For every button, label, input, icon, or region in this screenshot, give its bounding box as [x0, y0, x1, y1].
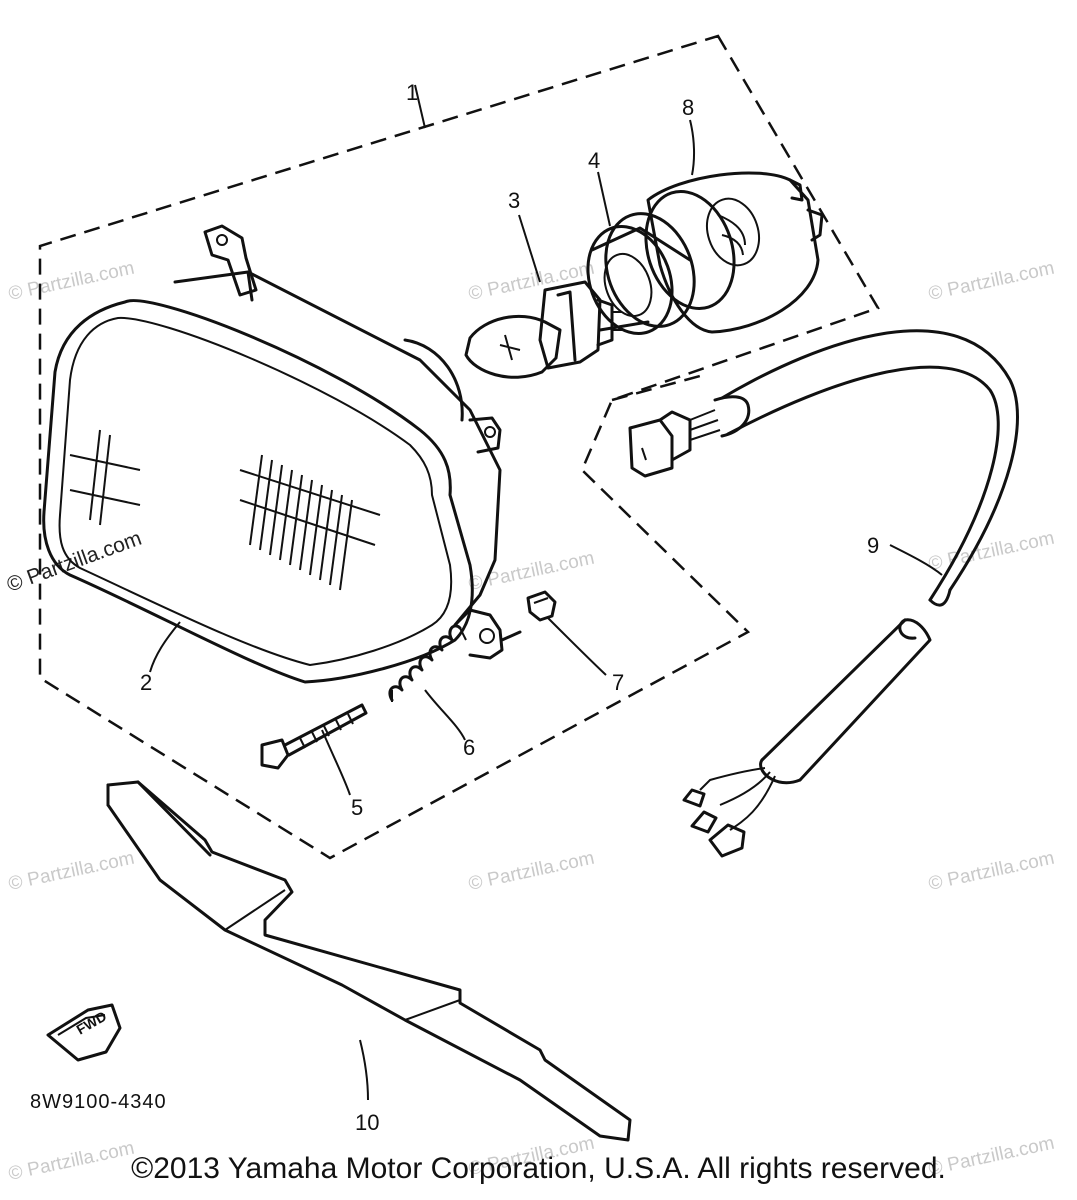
- callout-6: 6: [463, 735, 475, 760]
- clip-nut: [526, 590, 557, 622]
- watermark: © Partzilla.com: [467, 548, 597, 595]
- fwd-label: FWD: [74, 1008, 110, 1038]
- watermark: © Partzilla.com: [927, 528, 1057, 575]
- wire-harness: [628, 329, 1019, 858]
- spring: [388, 624, 467, 702]
- diagram-code: 8W9100-4340: [30, 1091, 167, 1113]
- dust-cover: [644, 171, 824, 334]
- callout-9: 9: [867, 533, 879, 558]
- adjusting-screw: [260, 703, 368, 770]
- mounting-plate: [106, 780, 632, 1142]
- callout-2: 2: [140, 670, 152, 695]
- watermark: © Partzilla.com: [927, 848, 1057, 895]
- callout-3: 3: [508, 188, 520, 213]
- watermark: © Partzilla.com: [927, 258, 1057, 305]
- callout-10: 10: [355, 1110, 379, 1135]
- watermark: © Partzilla.com: [467, 848, 597, 895]
- leader-lines: [149, 84, 943, 1101]
- copyright-notice: ©2013 Yamaha Motor Corporation, U.S.A. A…: [131, 1152, 946, 1185]
- headlight-unit: [42, 224, 522, 684]
- callout-5: 5: [351, 795, 363, 820]
- callouts: 1 2 3 4 5 6 7 8 9 10: [140, 80, 879, 1135]
- watermark: © Partzilla.com: [467, 258, 597, 305]
- callout-8: 8: [682, 95, 694, 120]
- assembly-boundary: [38, 34, 880, 860]
- headlight-bulb: [464, 280, 622, 379]
- wire-harness-boundary: [611, 374, 701, 402]
- watermark: © Partzilla.com: [7, 848, 137, 895]
- watermark: © Partzilla.com: [7, 258, 137, 305]
- callout-4: 4: [588, 148, 600, 173]
- bulb-socket: [586, 212, 696, 335]
- watermark: © Partzilla.com: [4, 527, 145, 597]
- callout-1: 1: [406, 80, 418, 105]
- callout-7: 7: [612, 670, 624, 695]
- fwd-arrow-icon: FWD: [46, 1003, 122, 1062]
